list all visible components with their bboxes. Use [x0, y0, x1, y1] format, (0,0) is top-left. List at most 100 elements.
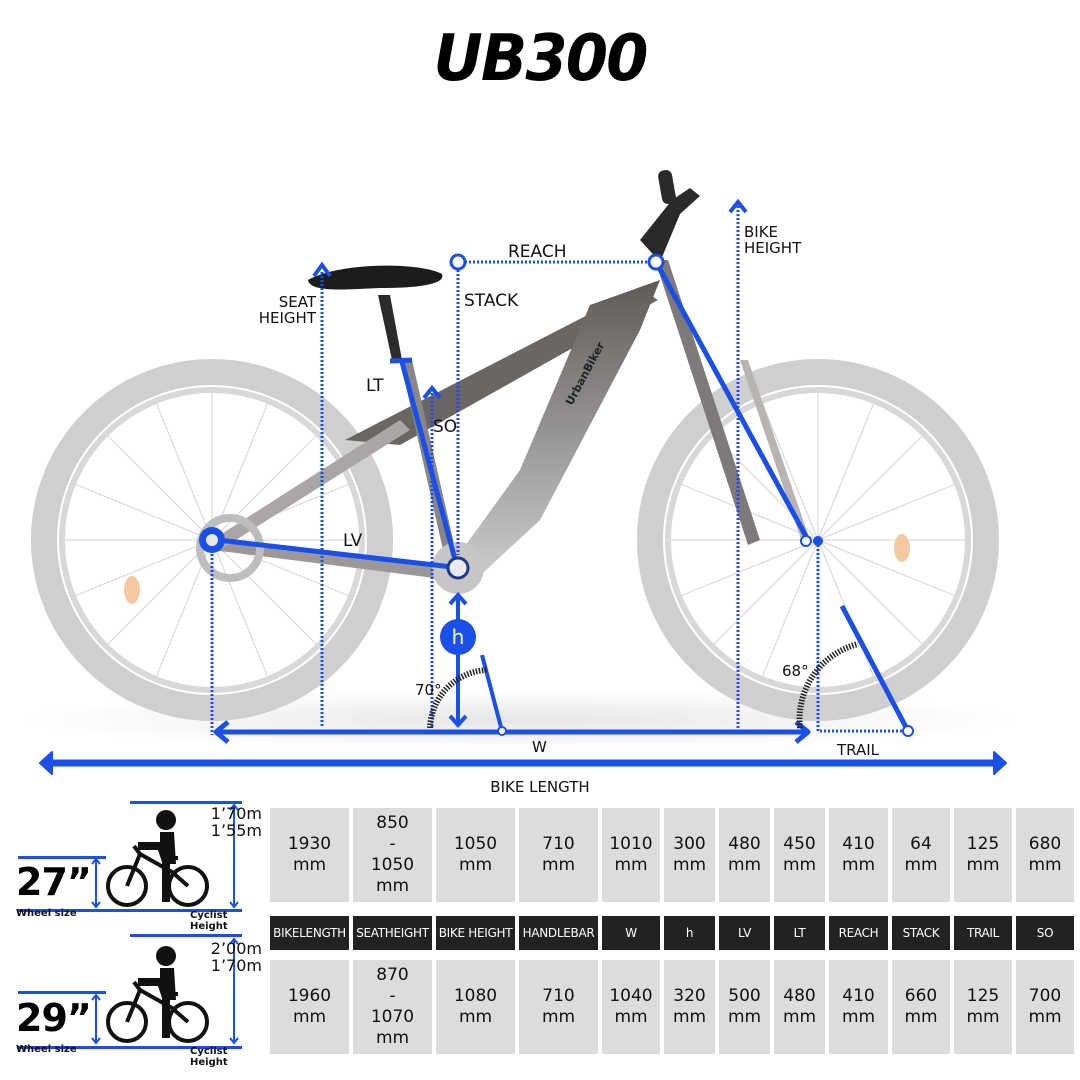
value-line: 1050: [370, 855, 415, 875]
value-line: 320: [673, 986, 706, 1006]
seat-height-label-line2: HEIGHT: [259, 309, 317, 327]
value-line: mm: [458, 1007, 493, 1027]
value-line: mm: [458, 855, 493, 875]
value-line: mm: [727, 855, 762, 875]
value-line: 300: [673, 834, 706, 854]
cyclist-height-max: 2’00m: [210, 939, 262, 958]
head-angle-arc: [796, 641, 859, 729]
value-line: mm: [541, 855, 576, 875]
value-line: mm: [292, 855, 327, 875]
value-line: mm: [841, 1007, 876, 1027]
bottom-bracket-joint: [446, 556, 470, 580]
cyclist-height-caption: Cyclist Height: [190, 1046, 228, 1068]
seat-height-label-line1: SEAT: [279, 293, 317, 311]
value-line: mm: [375, 1028, 410, 1048]
value-line: -: [389, 986, 396, 1006]
wheel-size-arrow-icon: [91, 857, 101, 909]
bike-length-label: BIKE LENGTH: [490, 778, 589, 796]
header-cell-so: SO: [1016, 916, 1074, 950]
value-line: 410: [842, 834, 875, 854]
header-cell-handlebar: HANDLEBAR: [519, 916, 598, 950]
front-axle-point: [813, 536, 823, 546]
bike-height-label-line2: HEIGHT: [744, 239, 802, 257]
value-line: mm: [1028, 1007, 1062, 1027]
value-line: mm: [966, 1007, 1000, 1027]
value-line: 710: [542, 834, 575, 854]
header-cell-stack: STACK: [892, 916, 950, 950]
value-line: -: [389, 834, 396, 854]
cyclist-height-min: 1’55m: [210, 821, 262, 840]
reach-label: REACH: [508, 242, 567, 262]
cyclist-height-range: 1’70m 1’55m: [198, 805, 262, 839]
seat-angle-arc: [427, 667, 488, 729]
value-line: mm: [672, 855, 707, 875]
cyclist-height-caption: Cyclist Height: [190, 910, 228, 932]
value-line: mm: [614, 855, 648, 875]
wheelbase-label: W: [532, 738, 547, 756]
cyclist-height-arrow-icon: [229, 937, 239, 1045]
value-line: mm: [375, 876, 410, 896]
value-line: mm: [782, 1007, 817, 1027]
value-line: mm: [1028, 855, 1062, 875]
header-cell-h: h: [664, 916, 715, 950]
wheel-size-caption: Wheel size: [16, 1044, 77, 1055]
measurement-lines: [39, 198, 1007, 775]
value-line: 480: [783, 986, 816, 1006]
size-29-legend: 29” Wheel size Cyclist Height 2’00m 1’70…: [0, 932, 268, 1068]
head-angle-label: 68°: [782, 662, 809, 680]
value-line: 1050: [453, 834, 498, 854]
value-line: mm: [782, 855, 817, 875]
value-line: 500: [728, 986, 761, 1006]
value-line: 125: [966, 986, 1000, 1006]
value-line: 680: [1028, 834, 1062, 854]
product-title: UB300: [433, 22, 648, 96]
value-line: 64: [910, 834, 932, 854]
header-cell-bikelength: BIKELENGTH: [270, 916, 349, 950]
lv-label: LV: [343, 531, 363, 551]
cyclist-height-arrow-icon: [229, 803, 239, 909]
wheel-size-arrow-icon: [91, 993, 101, 1045]
wheel-size-value: 27”: [16, 860, 92, 904]
value-line: mm: [966, 855, 1000, 875]
header-cell-lv: LV: [719, 916, 770, 950]
cyclist-on-bike-icon: [106, 810, 209, 907]
value-line: mm: [727, 1007, 762, 1027]
value-line: 1960: [287, 986, 332, 1006]
value-line: mm: [904, 855, 938, 875]
value-line: 1010: [609, 834, 653, 854]
stack-label: STACK: [464, 291, 519, 311]
value-line: 700: [1028, 986, 1062, 1006]
cyclist-height-max: 1’70m: [210, 804, 262, 823]
value-line: 1080: [453, 986, 498, 1006]
cyclist-on-bike-icon: [106, 946, 209, 1043]
value-line: 480: [728, 834, 761, 854]
header-cell-reach: REACH: [829, 916, 888, 950]
size-27-legend: 27” Wheel size Cyclist Height 1’70m 1’55…: [0, 798, 268, 932]
trail-label: TRAIL: [836, 741, 880, 759]
value-line: 1930: [287, 834, 332, 854]
value-line: 1070: [370, 1007, 415, 1027]
stack-point: [449, 253, 467, 271]
header-cell-lt: LT: [774, 916, 825, 950]
header-cell-w: W: [602, 916, 660, 950]
value-line: mm: [292, 1007, 327, 1027]
header-cell-trail: TRAIL: [954, 916, 1012, 950]
